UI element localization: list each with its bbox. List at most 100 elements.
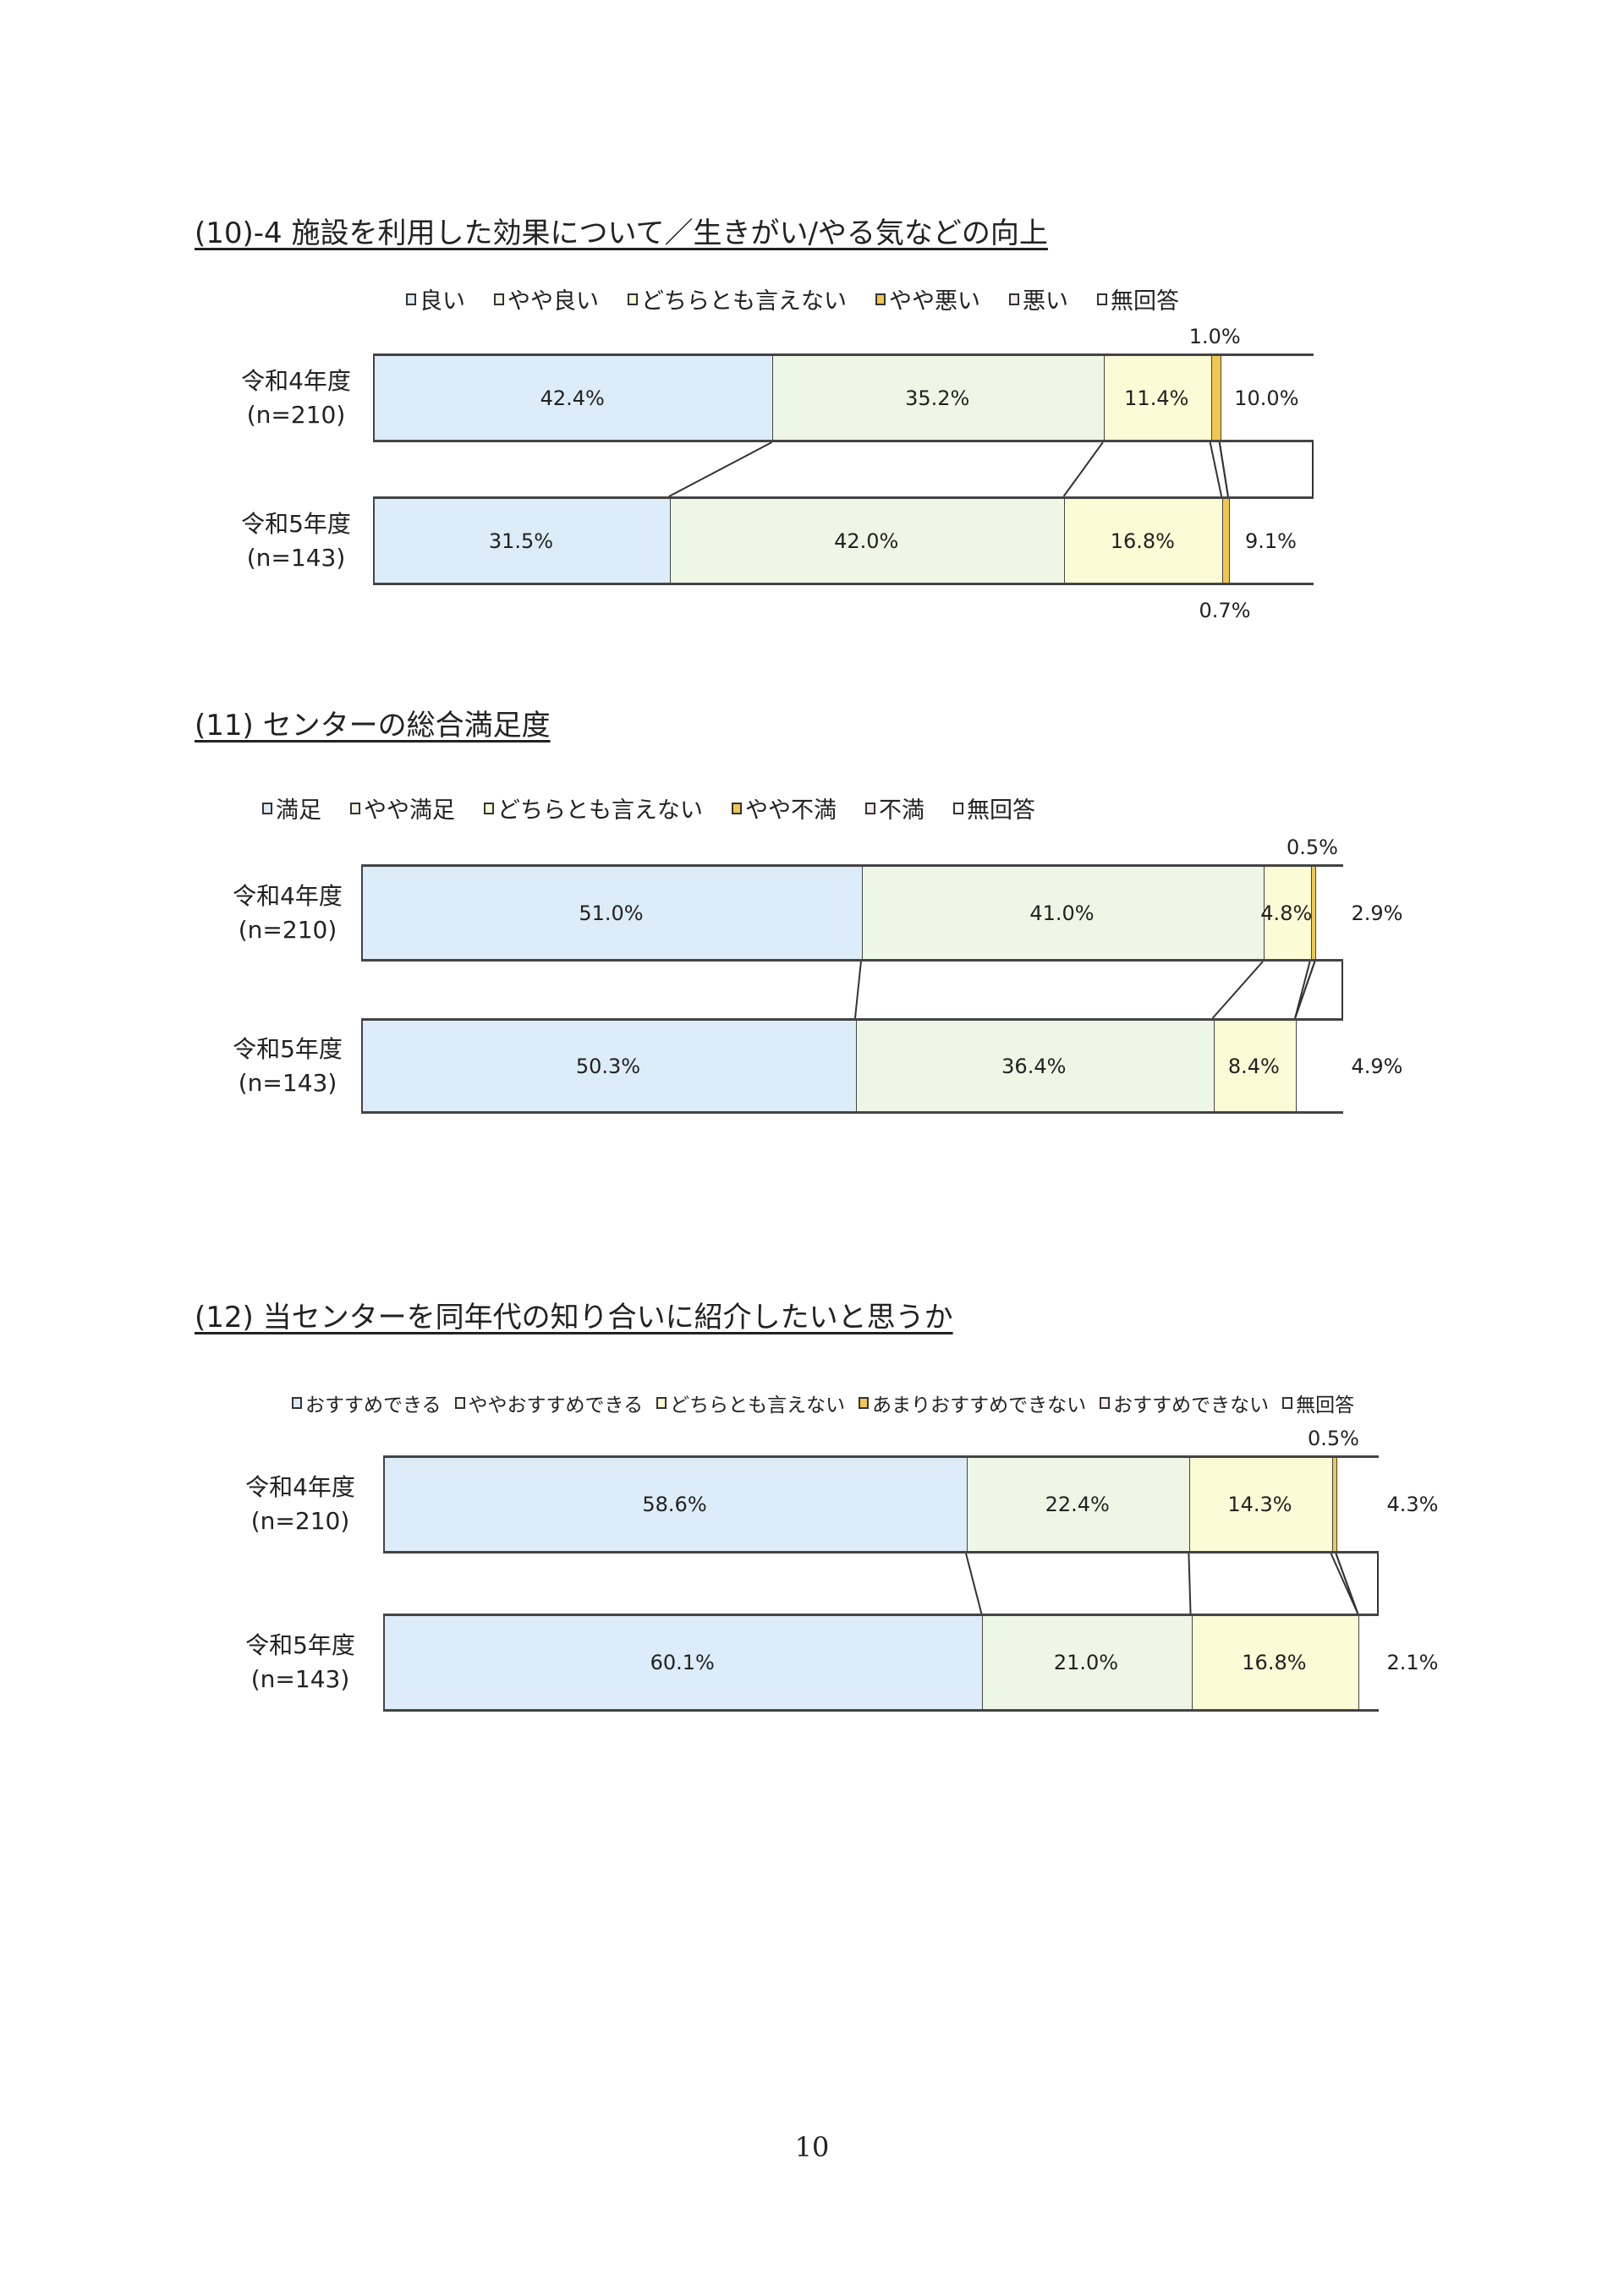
data-label: 0.5% [1308,1427,1359,1450]
legend-swatch [859,1397,870,1409]
data-label: 11.4% [1124,386,1189,410]
connector-line [965,1553,983,1614]
legend-swatch [953,802,963,814]
data-label: 42.0% [834,529,899,553]
data-label: 2.9% [1351,901,1403,925]
bar-segment [773,356,1105,440]
connector-line [1211,961,1264,1019]
legend-swatch [454,1397,465,1409]
data-label: 4.9% [1351,1054,1403,1078]
legend-label: やや良い [508,288,599,315]
data-label: 42.4% [540,386,605,410]
legend-swatch [494,293,504,305]
bar-segment [1311,867,1317,959]
legend-item: やや満足 [350,792,455,825]
data-label: 22.4% [1045,1493,1110,1516]
bar-segment [1297,1021,1345,1111]
legend-label: 無回答 [1111,288,1179,315]
legend-item: ややおすすめできる [454,1389,644,1417]
legend-item: どちらとも言えない [628,282,847,315]
bar-segment [385,1458,968,1551]
connector-line [1209,441,1223,497]
data-label: 0.5% [1287,836,1338,859]
data-label: 9.1% [1244,529,1297,553]
stacked-bar [373,496,1315,585]
row-label-year: 令和4年度 [233,881,343,910]
legend-label: おすすめできる [305,1395,442,1417]
data-label: 10.0% [1234,386,1299,410]
connector-line [1218,441,1229,497]
data-label: 0.7% [1199,599,1251,622]
connector-line [1294,961,1316,1019]
data-label: 2.1% [1386,1651,1439,1674]
bar-segment [1190,1458,1333,1551]
legend-label: やや満足 [364,797,455,824]
bar-segment [1332,1458,1338,1551]
data-label: 51.0% [579,901,644,925]
legend-item: 無回答 [1282,1389,1354,1417]
bar-segment [375,356,774,440]
bar-segment [1214,1021,1298,1111]
data-label: 14.3% [1227,1493,1292,1516]
bar-segment [375,499,671,583]
row-label: 令和4年度(n=210) [220,364,372,432]
legend-swatch [1100,1397,1111,1409]
legend-label: ややおすすめできる [468,1395,644,1417]
legend-swatch [1097,293,1107,305]
data-label: 16.8% [1242,1651,1307,1674]
chart-legend: おすすめできる ややおすすめできるどちらとも言えない あまりおすすめできない おすすめ… [292,1389,1354,1417]
chart-title: (12) 当センターを同年代の知り合いに紹介したいと思うか [195,1301,953,1334]
stacked-bar [373,353,1315,442]
bar-segment [363,867,863,959]
legend-label: どちらとも言えない [641,288,847,315]
legend-label: 無回答 [1296,1395,1355,1417]
bar-segment [1229,499,1315,583]
bar-segment [363,1021,857,1111]
data-label: 8.4% [1227,1054,1280,1078]
legend-item: おすすめできる [292,1389,442,1417]
chart-legend: 良い やや良い どちらとも言えない やや悪い 悪い 無回答 [406,282,1179,315]
legend-swatch [656,1397,667,1409]
data-label: 16.8% [1110,529,1175,553]
legend-item: 満足 [262,792,321,825]
chart-legend: 満足やや満足どちらとも言えないやや不満不満無回答 [262,792,1035,825]
legend-swatch [350,802,360,814]
bar-segment [1104,356,1212,440]
row-label-n: (n=210) [238,915,337,944]
legend-swatch [628,293,638,305]
chart-title: (10)-4 施設を利用した効果について／生きがい/やる気などの向上 [195,216,1048,250]
legend-label: 満足 [276,797,321,824]
bar-segment [1192,1616,1360,1709]
legend-label: 不満 [879,797,924,824]
legend-swatch [484,802,494,814]
legend-label: 良い [420,288,465,315]
stacked-bar [383,1614,1380,1712]
legend-item: どちらとも言えない [656,1389,845,1417]
row-label: 令和5年度 (n=143) [211,1033,364,1100]
row-label-n: (n=143) [238,1068,337,1097]
legend-label: おすすめできない [1113,1395,1270,1417]
bar-segment [856,1021,1215,1111]
connector-line [1335,1553,1359,1614]
row-label-year: 令和4年度 [245,1473,355,1501]
legend-item: やや不満 [732,792,837,825]
bar-segment [968,1458,1191,1551]
bar-segment [1211,356,1221,440]
connector-line [1188,1553,1192,1614]
row-label-n: (n=143) [250,1665,350,1693]
row-label-year: 令和5年度 [245,1631,355,1659]
data-label: 41.0% [1029,901,1095,925]
page-number: 10 [794,2131,830,2163]
row-label-year: 令和5年度 [233,1034,343,1063]
stacked-bar [361,864,1345,962]
bar-segment [862,867,1265,959]
data-label: 50.3% [575,1054,641,1078]
row-label-n: (n=210) [246,400,346,429]
legend-item: あまりおすすめできない [859,1389,1086,1417]
legend-label: 悪い [1023,288,1068,315]
bar-segment [1337,1458,1380,1551]
bar-segment [1316,867,1345,959]
legend-label: あまりおすすめできない [872,1395,1087,1417]
legend-label: やや悪い [889,288,980,315]
bar-segment [1065,499,1224,583]
